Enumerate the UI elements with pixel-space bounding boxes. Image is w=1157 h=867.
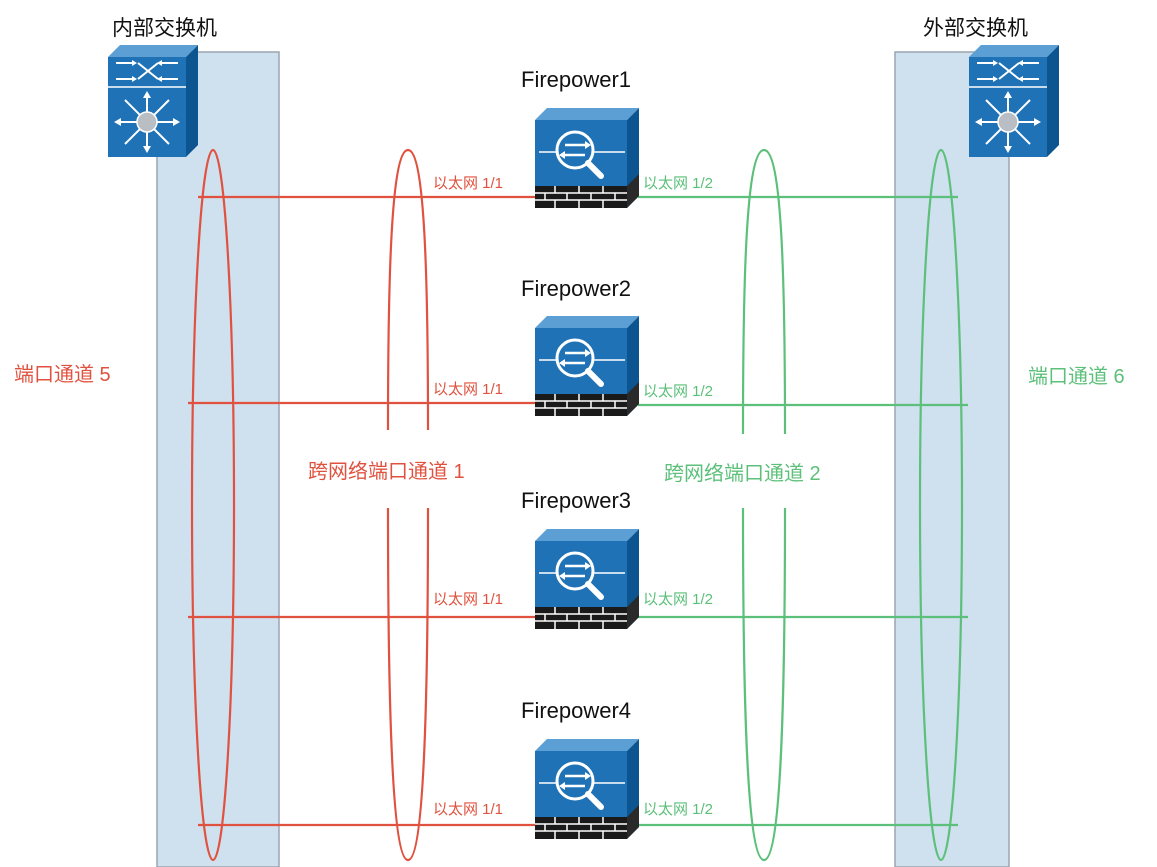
spanned-port-channel-2-label: 跨网络端口通道 2 [664,463,821,485]
port-channel-5-loop [190,148,236,862]
spanned-port-channel-1-loop [386,148,430,862]
firepower1-name: Firepower1 [521,67,632,92]
port-channel-6-label: 端口通道 6 [1028,366,1125,388]
outside-switch-column [894,51,1010,867]
firepower-firewall-icon [535,316,639,416]
port-channel-5-label: 端口通道 5 [14,364,111,386]
nexus-switch-icon [107,44,199,158]
fp2-eth1-1-label: 以太网 1/1 [433,381,504,398]
firepower-firewall-icon [535,529,639,629]
spanned-port-channel-2-loop [741,148,787,862]
fp1-eth1-2-label: 以太网 1/2 [643,175,714,192]
outside-switch-label: 外部交换机 [923,17,1028,40]
inside-switch-column [156,51,280,867]
firepower3-name: Firepower3 [521,488,632,513]
firepower-firewall-icon [535,108,639,208]
firepower-firewall-icon [535,739,639,839]
nexus-switch-icon [968,44,1060,158]
spanned-port-channel-1-label: 跨网络端口通道 1 [308,461,465,483]
fp1-eth1-1-label: 以太网 1/1 [433,175,504,192]
inside-switch-label: 内部交换机 [112,17,217,40]
firepower2-name: Firepower2 [521,276,632,301]
fp2-eth1-2-label: 以太网 1/2 [643,383,714,400]
fp3-eth1-2-label: 以太网 1/2 [643,591,714,608]
fp4-eth1-2-label: 以太网 1/2 [643,801,714,818]
fp3-eth1-1-label: 以太网 1/1 [433,591,504,608]
port-channel-6-loop [918,148,964,862]
firepower4-name: Firepower4 [521,698,632,723]
fp4-eth1-1-label: 以太网 1/1 [433,801,504,818]
